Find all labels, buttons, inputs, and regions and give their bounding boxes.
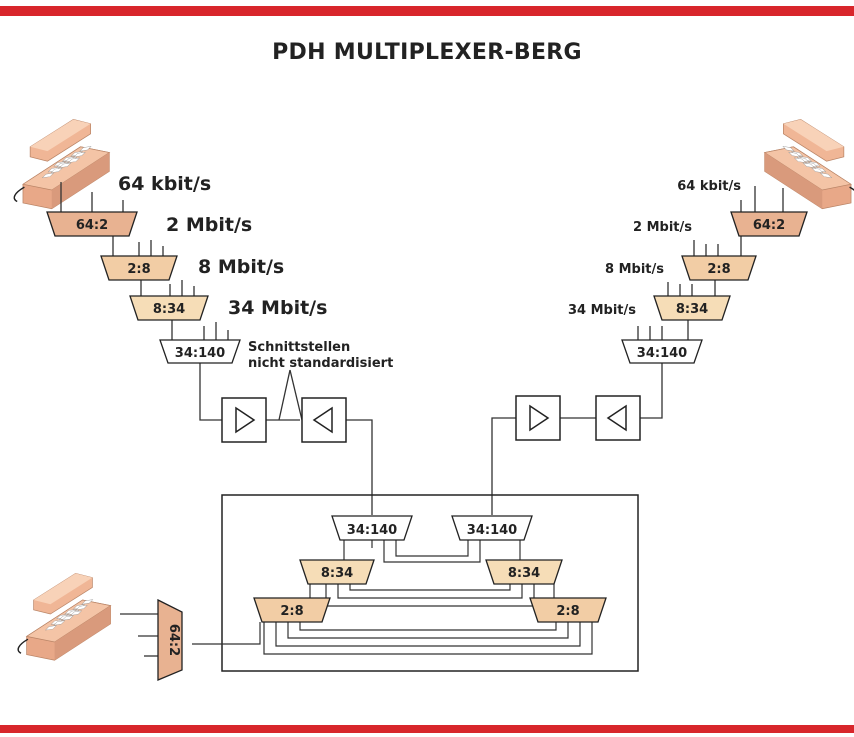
left-mux-64-2: 64:2 bbox=[46, 211, 138, 237]
hub-right-mux-2-8: 2:8 bbox=[529, 597, 607, 623]
multiplexer-hub-box bbox=[221, 494, 639, 672]
svg-text:2:8: 2:8 bbox=[556, 604, 579, 619]
left-mux-2-8: 2:8 bbox=[100, 255, 178, 281]
right-rate-64kbit: 64 kbit/s bbox=[677, 179, 741, 194]
amplifier-left-icon bbox=[595, 395, 641, 441]
hub-left-mux-8-34: 8:34 bbox=[299, 559, 375, 585]
amplifier-right-icon bbox=[515, 395, 561, 441]
svg-text:8:34: 8:34 bbox=[153, 302, 185, 317]
svg-text:2:8: 2:8 bbox=[127, 262, 150, 277]
top-red-bar bbox=[0, 6, 854, 16]
svg-text:34:140: 34:140 bbox=[637, 346, 687, 361]
hub-right-mux-34-140: 34:140 bbox=[451, 515, 533, 541]
telephone-icon bbox=[17, 572, 112, 661]
left-rate-8mbit: 8 Mbit/s bbox=[198, 256, 284, 278]
right-mux-2-8: 2:8 bbox=[681, 255, 757, 281]
telephone-icon bbox=[13, 118, 111, 210]
svg-text:8:34: 8:34 bbox=[321, 566, 353, 581]
svg-text:64:2: 64:2 bbox=[76, 218, 108, 233]
hub-left-mux-2-8: 2:8 bbox=[253, 597, 331, 623]
left-telephone bbox=[13, 118, 111, 210]
right-mux-34-140: 34:140 bbox=[621, 339, 703, 364]
hub-interconnect-lines bbox=[192, 540, 593, 655]
svg-text:2:8: 2:8 bbox=[280, 604, 303, 619]
right-telephone bbox=[763, 118, 854, 210]
interface-note-line1: Schnittstellen bbox=[248, 340, 350, 355]
right-mux-64-2: 64:2 bbox=[730, 211, 808, 237]
diagram-title: PDH MULTIPLEXER-BERG bbox=[272, 40, 582, 65]
left-chain-lines bbox=[60, 182, 373, 515]
hub-left-mux-34-140: 34:140 bbox=[331, 515, 413, 541]
left-mux-34-140: 34:140 bbox=[159, 339, 241, 364]
bottom-red-bar bbox=[0, 725, 854, 733]
svg-text:34:140: 34:140 bbox=[347, 523, 397, 538]
amplifier-right-icon bbox=[221, 397, 267, 443]
amplifier-left-icon bbox=[301, 397, 347, 443]
telephone-icon bbox=[763, 118, 854, 210]
svg-text:34:140: 34:140 bbox=[175, 346, 225, 361]
hub-right-mux-8-34: 8:34 bbox=[485, 559, 563, 585]
svg-text:8:34: 8:34 bbox=[676, 302, 708, 317]
svg-text:64:2: 64:2 bbox=[166, 624, 181, 656]
bottom-telephone bbox=[17, 572, 112, 661]
right-rate-2mbit: 2 Mbit/s bbox=[633, 220, 692, 235]
interface-note-line2: nicht standardisiert bbox=[248, 356, 393, 371]
right-chain-lines bbox=[491, 186, 784, 515]
svg-text:64:2: 64:2 bbox=[753, 218, 785, 233]
right-rate-34mbit: 34 Mbit/s bbox=[568, 303, 636, 318]
svg-text:34:140: 34:140 bbox=[467, 523, 517, 538]
left-mux-8-34: 8:34 bbox=[129, 295, 209, 321]
left-rate-34mbit: 34 Mbit/s bbox=[228, 297, 327, 319]
right-rate-8mbit: 8 Mbit/s bbox=[605, 262, 664, 277]
bottom-mux-input-lines bbox=[120, 613, 158, 657]
right-mux-8-34: 8:34 bbox=[653, 295, 731, 321]
left-rate-64kbit: 64 kbit/s bbox=[118, 173, 211, 195]
svg-text:8:34: 8:34 bbox=[508, 566, 540, 581]
svg-text:2:8: 2:8 bbox=[707, 262, 730, 277]
left-rate-2mbit: 2 Mbit/s bbox=[166, 214, 252, 236]
bottom-mux-64-2: 64:2 bbox=[157, 598, 183, 681]
